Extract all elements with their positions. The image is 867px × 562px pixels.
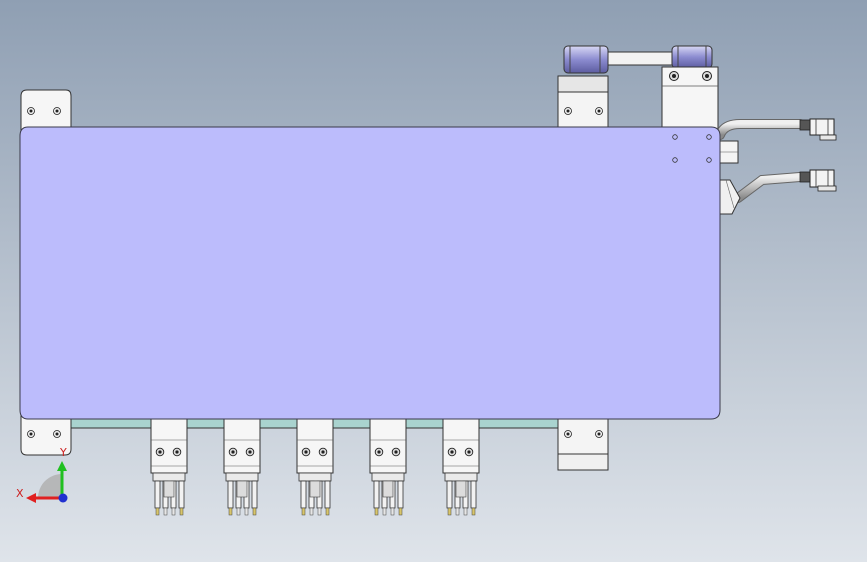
gripper-tip — [301, 507, 306, 516]
y-axis-label: Y — [59, 446, 67, 459]
gripper-tip — [374, 507, 379, 516]
gripper — [442, 418, 480, 516]
gripper-tip — [244, 507, 249, 516]
x-axis-arrowhead — [26, 493, 36, 503]
main-plate[interactable] — [19, 126, 721, 420]
gripper-tip — [163, 507, 168, 516]
gripper-finger — [324, 480, 331, 509]
axis-triad[interactable]: X Y — [16, 446, 68, 503]
gripper — [369, 418, 407, 516]
gripper-body — [442, 418, 480, 474]
gripper-finger — [446, 480, 453, 509]
gripper-tip — [471, 507, 476, 516]
x-axis-label: X — [16, 487, 24, 500]
gripper-finger — [227, 480, 234, 509]
gripper-finger — [154, 480, 161, 509]
gripper — [296, 418, 334, 516]
gripper-tip — [382, 507, 387, 516]
gripper — [223, 418, 261, 516]
gripper-finger — [300, 480, 307, 509]
gripper-tip — [398, 507, 403, 516]
gripper-body — [369, 418, 407, 474]
pulley-left — [563, 45, 609, 74]
gripper-finger — [251, 480, 258, 509]
gripper-finger — [470, 480, 477, 509]
motor-mount-block — [661, 66, 719, 130]
cable-upper — [715, 118, 837, 141]
gripper-finger — [397, 480, 404, 509]
gripper-tip — [325, 507, 330, 516]
gripper-tip — [309, 507, 314, 516]
gripper-row — [150, 418, 480, 516]
triad-plane-arc — [38, 474, 62, 498]
cable-lower — [733, 169, 837, 203]
support-block-bottom-right — [557, 415, 609, 471]
y-axis-arrowhead — [57, 461, 67, 471]
gripper-tip — [155, 507, 160, 516]
gripper-tip — [390, 507, 395, 516]
gripper-tip — [455, 507, 460, 516]
cable-exit-block — [717, 140, 741, 215]
gripper-body — [296, 418, 334, 474]
gripper-body — [223, 418, 261, 474]
gripper-body — [150, 418, 188, 474]
gripper-tip — [447, 507, 452, 516]
gripper-tip — [236, 507, 241, 516]
gripper-tip — [228, 507, 233, 516]
support-block-top-right — [557, 75, 609, 131]
bracket-top-left — [20, 89, 72, 131]
gripper-tip — [179, 507, 184, 516]
gripper — [150, 418, 188, 516]
gripper-tip — [252, 507, 257, 516]
gripper-tip — [463, 507, 468, 516]
bracket-bottom-left — [20, 415, 72, 456]
z-axis-dot — [58, 493, 68, 503]
gripper-finger — [178, 480, 185, 509]
gripper-tip — [317, 507, 322, 516]
gripper-tip — [171, 507, 176, 516]
gripper-finger — [373, 480, 380, 509]
